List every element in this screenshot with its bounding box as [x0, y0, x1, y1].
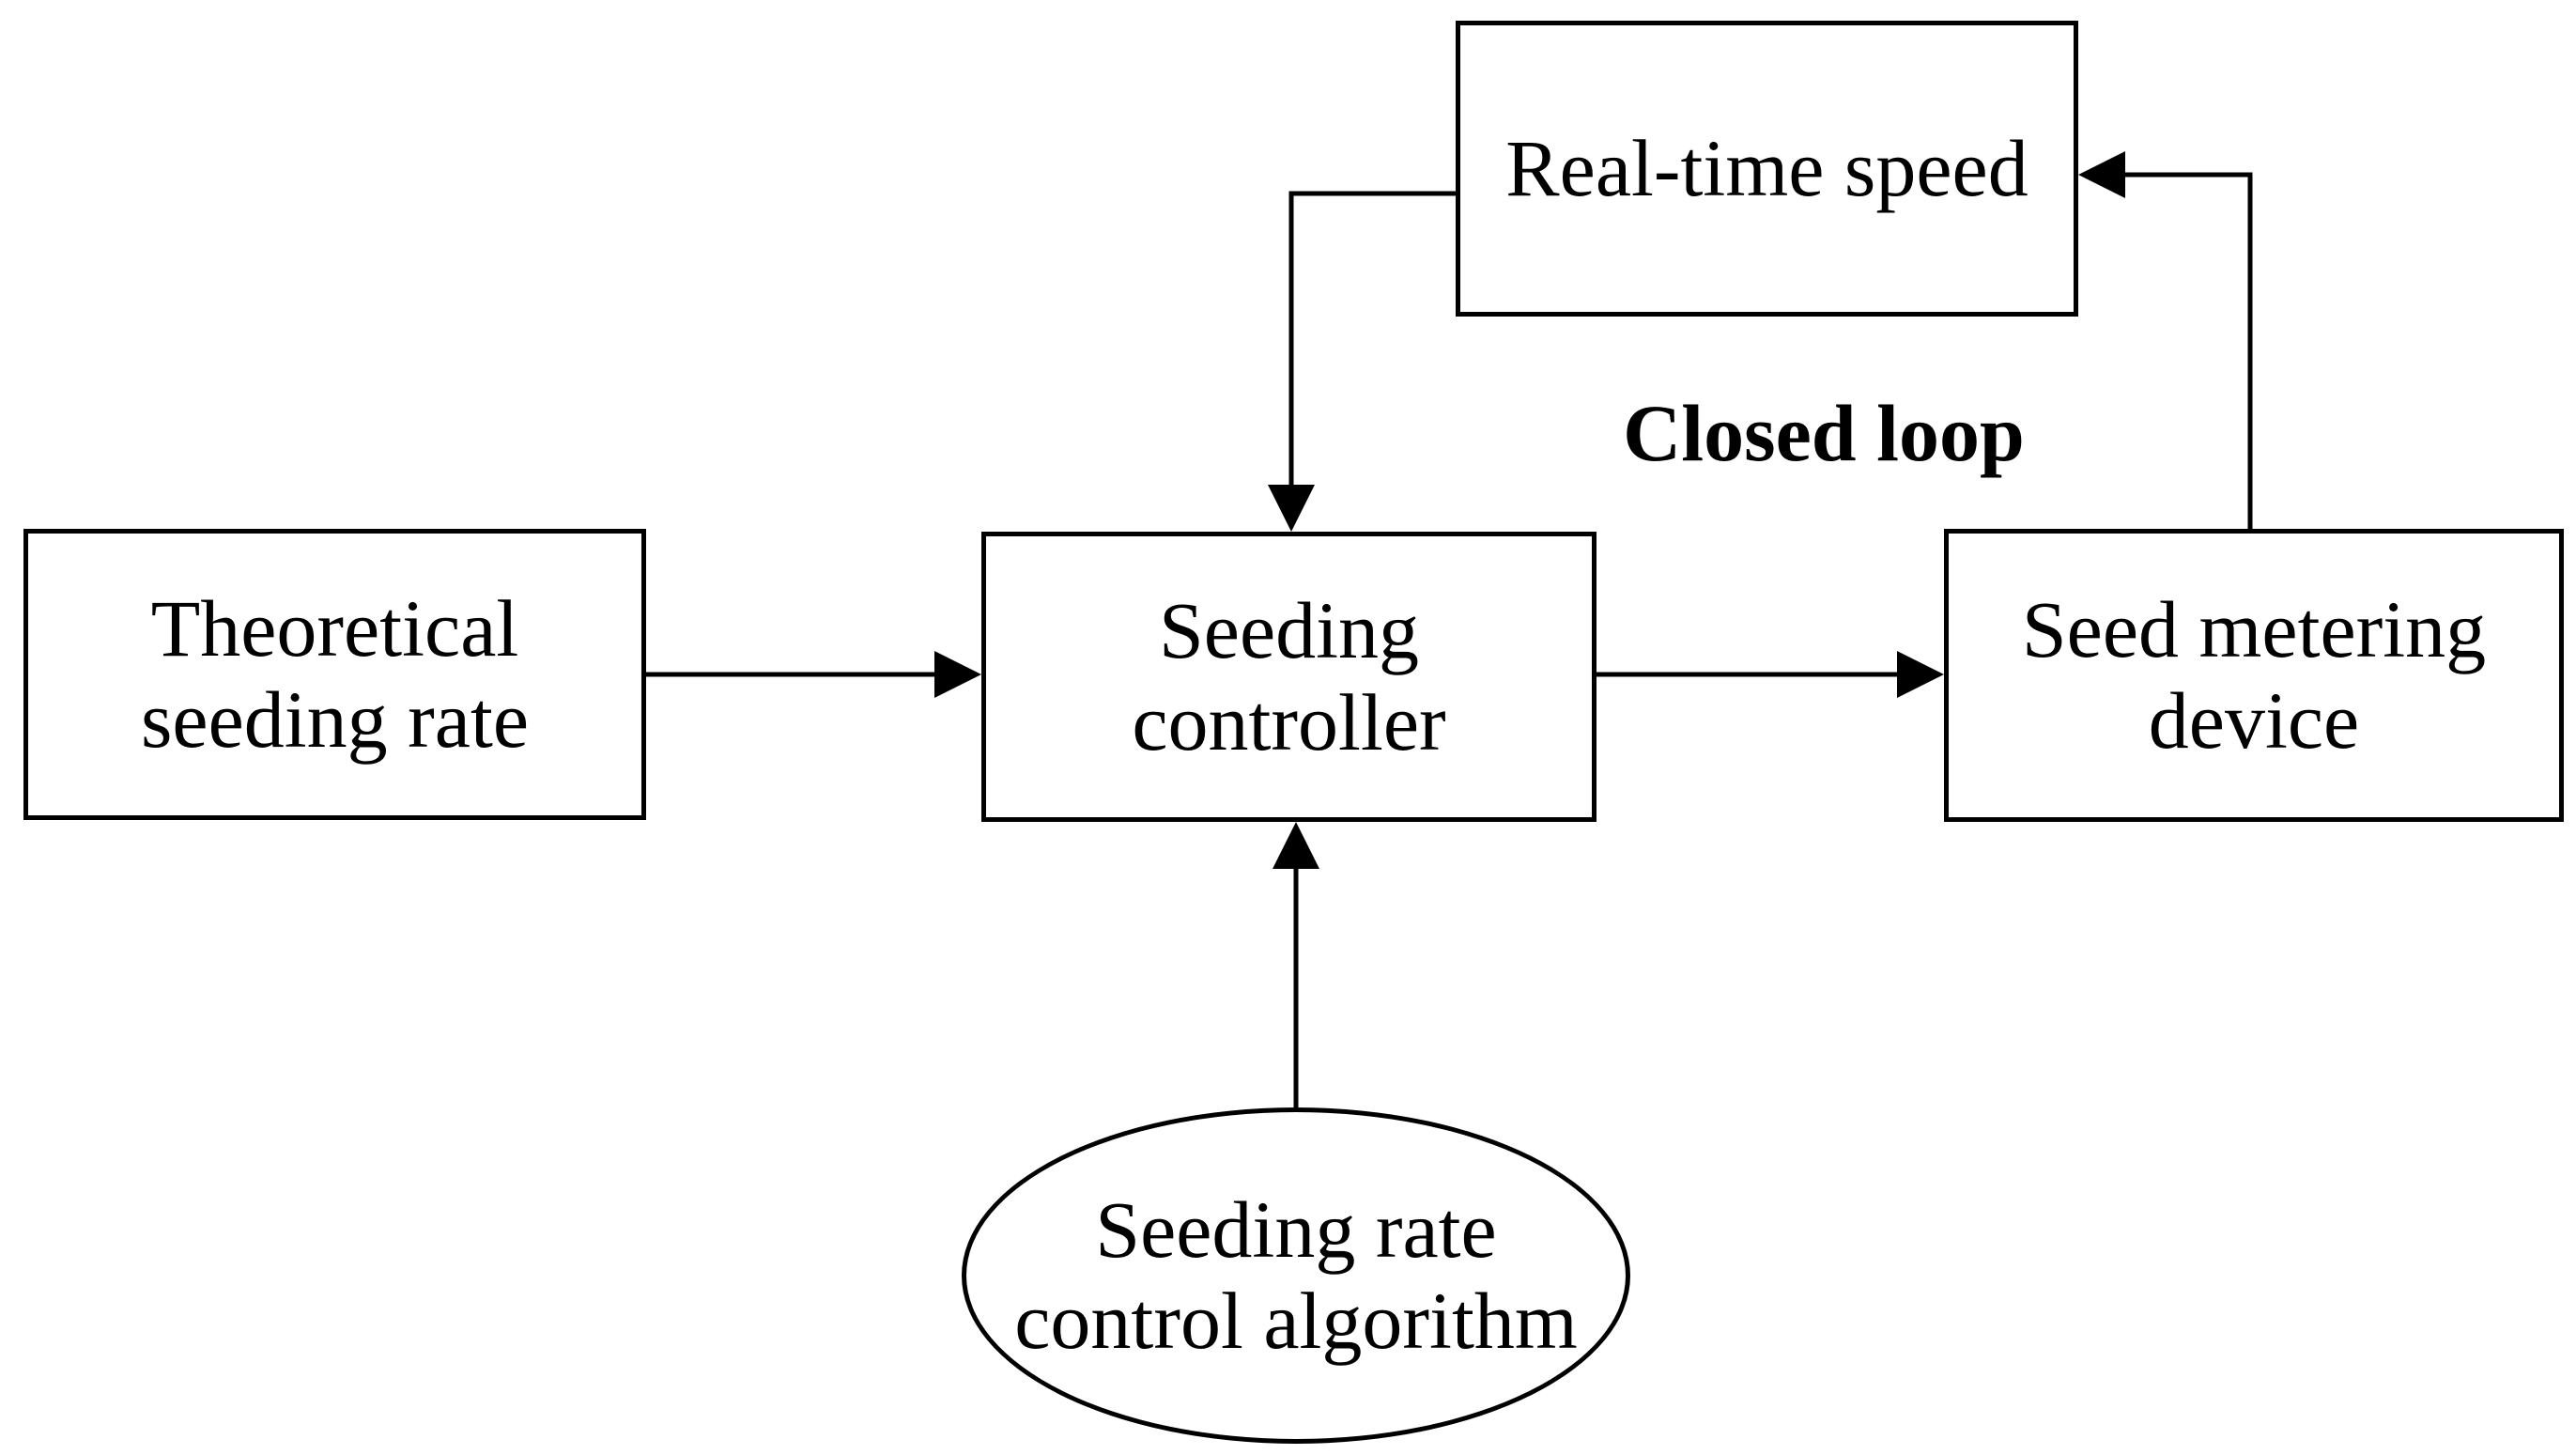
- node-seeding-rate-control-algorithm-line1: Seeding rate: [1095, 1184, 1497, 1275]
- node-theoretical-seeding-rate: Theoretical seeding rate: [23, 529, 646, 820]
- line-metering-to-speed: [2118, 172, 2253, 534]
- line-speed-to-controller: [1288, 191, 1456, 493]
- node-seeding-rate-control-algorithm: Seeding rate control algorithm: [962, 1107, 1630, 1444]
- node-seeding-controller-line1: Seeding: [1158, 585, 1420, 676]
- arrowhead-into-controller-bottom: [1273, 822, 1319, 869]
- node-seed-metering-device-line2: device: [2148, 675, 2360, 766]
- node-seeding-rate-control-algorithm-line2: control algorithm: [1014, 1276, 1578, 1366]
- arrowhead-into-controller-left: [934, 651, 981, 698]
- node-real-time-speed-line1: Real-time speed: [1505, 122, 2028, 213]
- node-seeding-controller: Seeding controller: [981, 532, 1597, 822]
- arrowhead-into-metering-left: [1897, 651, 1944, 698]
- node-theoretical-seeding-rate-line1: Theoretical: [150, 582, 519, 673]
- node-seeding-controller-line2: controller: [1132, 676, 1446, 767]
- node-real-time-speed: Real-time speed: [1456, 21, 2078, 317]
- node-seed-metering-device: Seed metering device: [1944, 529, 2564, 822]
- arrowhead-into-speed-right: [2078, 151, 2125, 198]
- node-seed-metering-device-line1: Seed metering: [2021, 583, 2487, 674]
- arrowhead-into-controller-top: [1268, 485, 1315, 532]
- node-theoretical-seeding-rate-line2: seeding rate: [140, 674, 530, 765]
- closed-loop-label: Closed loop: [1623, 388, 2025, 478]
